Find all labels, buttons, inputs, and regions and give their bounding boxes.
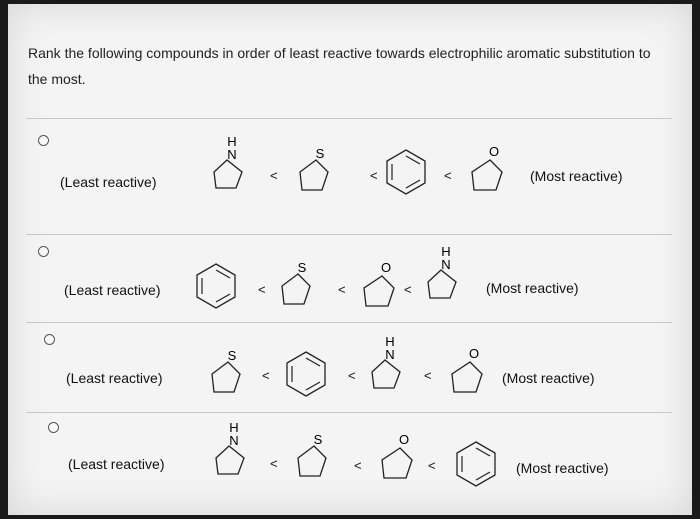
less-than-sign: < bbox=[270, 168, 278, 183]
benzene-structure bbox=[384, 148, 428, 196]
less-than-sign: < bbox=[262, 368, 270, 383]
least-reactive-label: (Least reactive) bbox=[60, 174, 157, 190]
furan-structure: O bbox=[374, 430, 418, 486]
thiophene-structure: S bbox=[204, 342, 244, 398]
less-than-sign: < bbox=[444, 168, 452, 183]
less-than-sign: < bbox=[424, 368, 432, 383]
svg-text:S: S bbox=[298, 260, 307, 275]
svg-text:H: H bbox=[229, 420, 238, 435]
benzene-structure bbox=[284, 350, 328, 398]
radio-button[interactable] bbox=[48, 422, 59, 433]
pyrrole-structure: H N bbox=[206, 132, 246, 194]
svg-text:N: N bbox=[385, 347, 394, 362]
pyrrole-structure: H N bbox=[420, 242, 460, 304]
svg-text:S: S bbox=[316, 146, 325, 161]
svg-text:N: N bbox=[227, 147, 236, 162]
less-than-sign: < bbox=[404, 282, 412, 297]
radio-button[interactable] bbox=[38, 135, 49, 146]
svg-text:O: O bbox=[469, 346, 479, 361]
benzene-structure bbox=[194, 262, 238, 310]
furan-structure: O bbox=[444, 344, 488, 400]
svg-text:H: H bbox=[385, 334, 394, 349]
less-than-sign: < bbox=[348, 368, 356, 383]
thiophene-structure: S bbox=[290, 426, 330, 482]
less-than-sign: < bbox=[428, 458, 436, 473]
question-card: Rank the following compounds in order of… bbox=[8, 4, 692, 515]
answer-option-2[interactable]: (Least reactive) < S < O < bbox=[8, 238, 692, 309]
svg-text:O: O bbox=[399, 432, 409, 447]
most-reactive-label: (Most reactive) bbox=[502, 370, 595, 386]
answer-option-3[interactable]: (Least reactive) S < < H N < bbox=[8, 326, 692, 397]
divider bbox=[26, 118, 672, 119]
question-text: Rank the following compounds in order of… bbox=[28, 45, 651, 87]
thiophene-structure: S bbox=[274, 254, 314, 310]
least-reactive-label: (Least reactive) bbox=[66, 370, 163, 386]
svg-text:O: O bbox=[489, 144, 499, 159]
svg-text:H: H bbox=[227, 134, 236, 149]
svg-text:S: S bbox=[228, 348, 237, 363]
pyrrole-structure: H N bbox=[208, 418, 248, 480]
svg-text:S: S bbox=[314, 432, 323, 447]
divider bbox=[26, 412, 672, 413]
benzene-structure bbox=[454, 440, 498, 488]
less-than-sign: < bbox=[270, 456, 278, 471]
furan-structure: O bbox=[464, 142, 508, 198]
most-reactive-label: (Most reactive) bbox=[486, 280, 579, 296]
pyrrole-structure: H N bbox=[364, 332, 404, 394]
most-reactive-label: (Most reactive) bbox=[516, 460, 609, 476]
less-than-sign: < bbox=[258, 282, 266, 297]
answer-option-4[interactable]: (Least reactive) H N < S < O < bbox=[8, 416, 692, 487]
least-reactive-label: (Least reactive) bbox=[68, 456, 165, 472]
divider bbox=[26, 234, 672, 235]
svg-text:O: O bbox=[381, 260, 391, 275]
divider bbox=[26, 322, 672, 323]
less-than-sign: < bbox=[370, 168, 378, 183]
svg-text:N: N bbox=[229, 433, 238, 448]
less-than-sign: < bbox=[338, 282, 346, 297]
less-than-sign: < bbox=[354, 458, 362, 473]
least-reactive-label: (Least reactive) bbox=[64, 282, 161, 298]
svg-text:H: H bbox=[441, 244, 450, 259]
answer-option-1[interactable]: (Least reactive) H N < S < < bbox=[8, 124, 692, 195]
most-reactive-label: (Most reactive) bbox=[530, 168, 623, 184]
thiophene-structure: S bbox=[292, 140, 332, 196]
svg-text:N: N bbox=[441, 257, 450, 272]
furan-structure: O bbox=[356, 258, 400, 314]
radio-button[interactable] bbox=[38, 246, 49, 257]
radio-button[interactable] bbox=[44, 334, 55, 345]
